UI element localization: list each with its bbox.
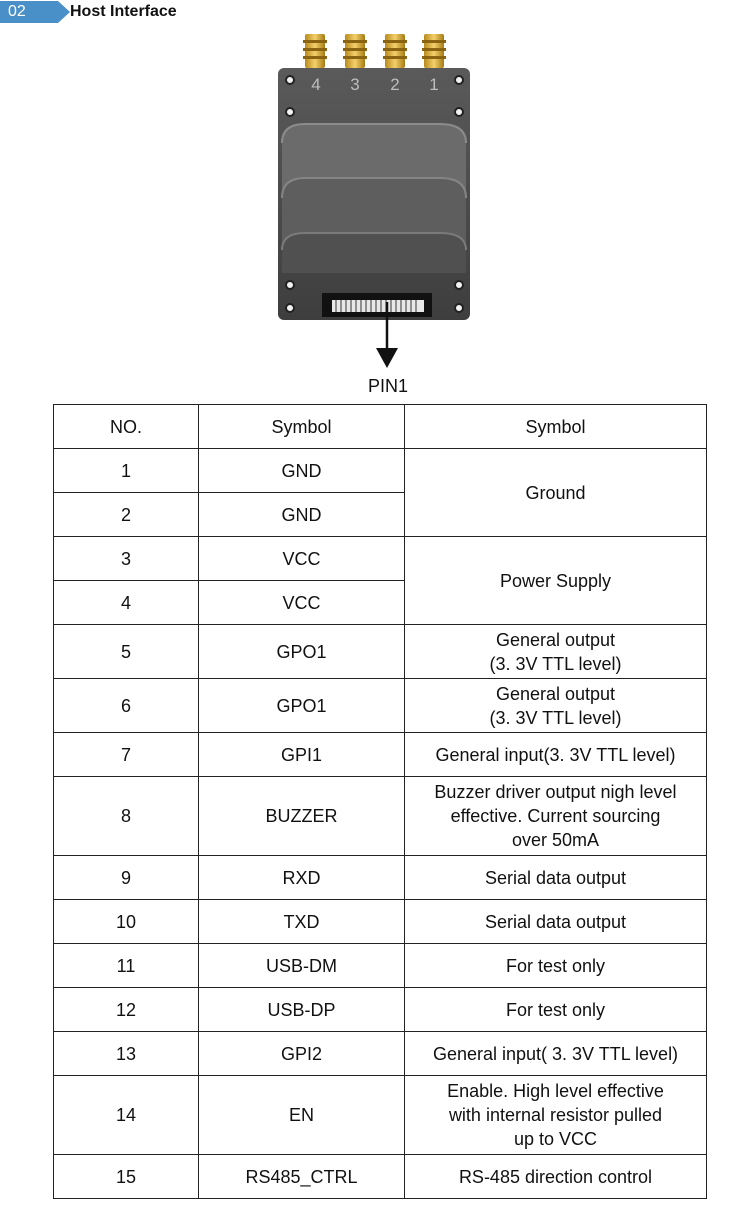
table-row: 7 GPI1 General input(3. 3V TTL level) bbox=[53, 732, 707, 777]
pin-number: 7 bbox=[53, 732, 199, 777]
header-no: NO. bbox=[53, 404, 199, 449]
pin-description: Serial data output bbox=[404, 899, 707, 944]
pin-number: 10 bbox=[53, 899, 199, 944]
antenna-connectors bbox=[303, 34, 446, 68]
pin-number: 8 bbox=[53, 776, 199, 856]
pin1-arrow-icon bbox=[376, 302, 398, 368]
pin-description: General input(3. 3V TTL level) bbox=[404, 732, 707, 777]
pin-symbol: GPI2 bbox=[198, 1031, 405, 1076]
pin-description: For test only bbox=[404, 943, 707, 988]
pin-number: 11 bbox=[53, 943, 199, 988]
pin-definition-table: NO. Symbol Symbol 1 GND Ground 2 GND 3 V… bbox=[53, 404, 707, 1199]
pin-number: 2 bbox=[53, 492, 199, 537]
pin-symbol: BUZZER bbox=[198, 776, 405, 856]
table-row: 10 TXD Serial data output bbox=[53, 899, 707, 944]
antenna-label-1: 1 bbox=[429, 75, 438, 94]
pin-number: 5 bbox=[53, 624, 199, 679]
antenna-label-3: 3 bbox=[350, 75, 359, 94]
pin-number: 12 bbox=[53, 987, 199, 1032]
table-row: 13 GPI2 General input( 3. 3V TTL level) bbox=[53, 1031, 707, 1076]
antenna-label-4: 4 bbox=[311, 75, 320, 94]
pin-description: Buzzer driver output nigh level effectiv… bbox=[404, 776, 707, 856]
pin-symbol: VCC bbox=[198, 580, 405, 625]
table-row: 2 GND bbox=[53, 492, 707, 537]
rfid-module-illustration: 4 3 2 1 bbox=[278, 34, 470, 320]
table-row: 5 GPO1 General output (3. 3V TTL level) bbox=[53, 624, 707, 679]
pin-symbol: GPO1 bbox=[198, 678, 405, 733]
table-row: 12 USB-DP For test only bbox=[53, 987, 707, 1032]
section-number: 02 bbox=[0, 1, 70, 23]
pin-number: 13 bbox=[53, 1031, 199, 1076]
table-row: 15 RS485_CTRL RS-485 direction control bbox=[53, 1154, 707, 1199]
heatsink-ridges bbox=[281, 123, 467, 273]
table-row: 4 VCC bbox=[53, 580, 707, 625]
pin-symbol: RXD bbox=[198, 855, 405, 900]
pin-symbol: GND bbox=[198, 492, 405, 537]
pin1-label: PIN1 bbox=[367, 376, 409, 396]
pin-description: Power Supply bbox=[404, 536, 707, 625]
pin-description: General output (3. 3V TTL level) bbox=[404, 678, 707, 733]
pin-number: 9 bbox=[53, 855, 199, 900]
pin-symbol: EN bbox=[198, 1075, 405, 1155]
section-title: Host Interface bbox=[70, 3, 177, 20]
table-row: 14 EN Enable. High level effective with … bbox=[53, 1075, 707, 1155]
pin-symbol: GPO1 bbox=[198, 624, 405, 679]
pin-symbol: RS485_CTRL bbox=[198, 1154, 405, 1199]
header-symbol: Symbol bbox=[198, 404, 405, 449]
pin-number: 1 bbox=[53, 448, 199, 493]
mounting-holes bbox=[285, 75, 464, 313]
pin-description: RS-485 direction control bbox=[404, 1154, 707, 1199]
pin-symbol: USB-DM bbox=[198, 943, 405, 988]
pin-symbol: GPI1 bbox=[198, 732, 405, 777]
pin-header-connector bbox=[322, 293, 432, 317]
pin-symbol: USB-DP bbox=[198, 987, 405, 1032]
pin-symbol: TXD bbox=[198, 899, 405, 944]
pin-description: General input( 3. 3V TTL level) bbox=[404, 1031, 707, 1076]
pin-symbol: GND bbox=[198, 448, 405, 493]
antenna-label-2: 2 bbox=[390, 75, 399, 94]
pin-number: 15 bbox=[53, 1154, 199, 1199]
pin-number: 6 bbox=[53, 678, 199, 733]
table-row: 9 RXD Serial data output bbox=[53, 855, 707, 900]
pin-number: 4 bbox=[53, 580, 199, 625]
pin-number: 3 bbox=[53, 536, 199, 581]
pin-number: 14 bbox=[53, 1075, 199, 1155]
pin-description: Serial data output bbox=[404, 855, 707, 900]
pin-description: Ground bbox=[404, 448, 707, 537]
pin-symbol: VCC bbox=[198, 536, 405, 581]
table-row: 6 GPO1 General output (3. 3V TTL level) bbox=[53, 678, 707, 733]
table-header-row: NO. Symbol Symbol bbox=[53, 404, 707, 449]
table-row: 11 USB-DM For test only bbox=[53, 943, 707, 988]
table-row: 8 BUZZER Buzzer driver output nigh level… bbox=[53, 776, 707, 856]
pin-description: General output (3. 3V TTL level) bbox=[404, 624, 707, 679]
pin-description: For test only bbox=[404, 987, 707, 1032]
table-row: 3 VCC Power Supply bbox=[53, 536, 707, 625]
pin-description: Enable. High level effective with intern… bbox=[404, 1075, 707, 1155]
table-row: 1 GND Ground bbox=[53, 448, 707, 537]
section-header: 02 Host Interface bbox=[0, 0, 177, 24]
header-description: Symbol bbox=[404, 404, 707, 449]
